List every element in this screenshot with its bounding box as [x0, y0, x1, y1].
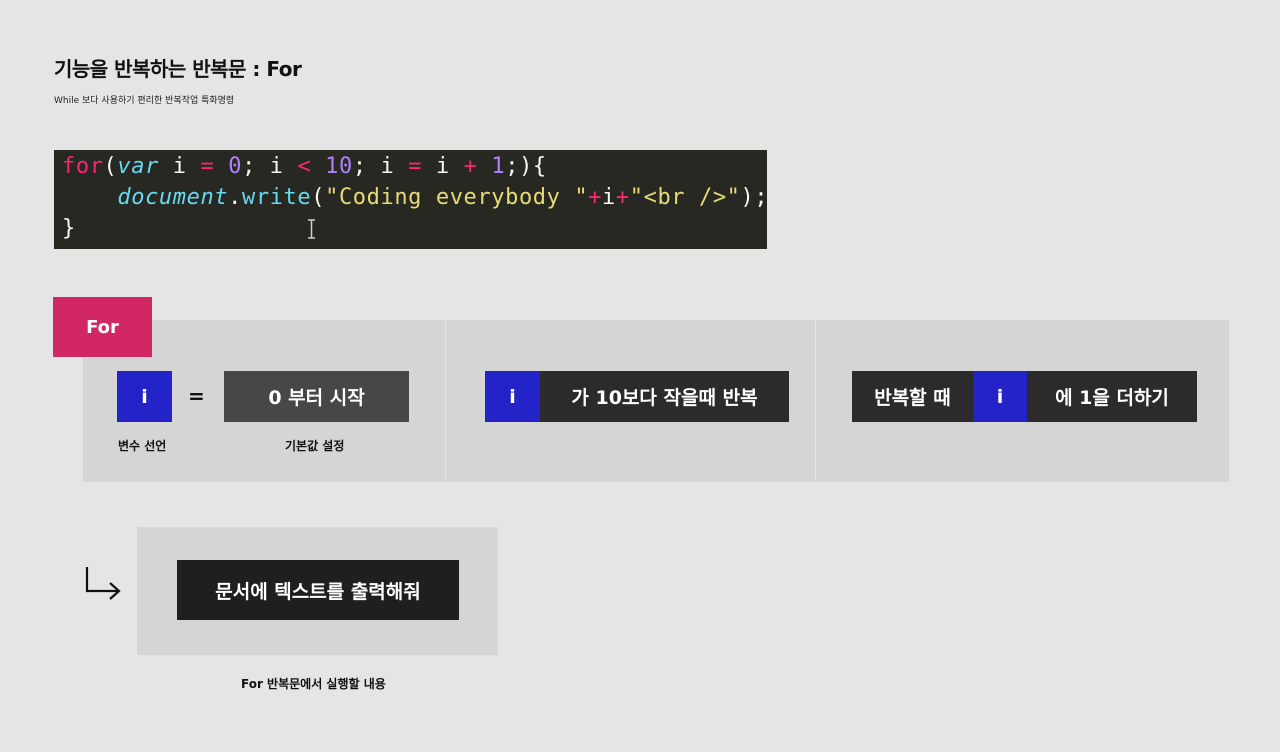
code-token: ; i	[352, 154, 409, 179]
code-token: 0	[214, 154, 243, 179]
code-token: (	[311, 185, 326, 210]
code-token: <	[297, 154, 312, 179]
code-line-2: document.write("Coding everybody "+i+"<b…	[62, 182, 767, 213]
code-token: i	[158, 154, 201, 179]
repeat-prefix-box: 반복할 때	[852, 371, 973, 422]
variable-box: i	[485, 371, 540, 422]
increment-box: 에 1을 더하기	[1027, 371, 1197, 422]
code-token	[62, 185, 117, 210]
code-token: document	[117, 185, 229, 210]
code-token: for	[62, 154, 104, 179]
code-token: var	[117, 154, 159, 179]
text-cursor-icon	[308, 219, 315, 239]
equals-sign: =	[188, 384, 205, 408]
condition-box: 가 10보다 작을때 반복	[540, 371, 789, 422]
code-token: +	[463, 154, 478, 179]
code-token: i	[602, 185, 616, 210]
code-token: =	[408, 154, 423, 179]
variable-box: i	[117, 371, 172, 422]
caption-default-value: 기본값 설정	[285, 439, 345, 453]
code-token: );	[740, 185, 767, 210]
page-title: 기능을 반복하는 반복문 : For	[54, 57, 302, 81]
code-token: "<br />"	[629, 185, 741, 210]
code-token: ;){	[505, 154, 547, 179]
code-token: +	[615, 185, 630, 210]
code-token: .	[228, 185, 243, 210]
caption-variable-declaration: 변수 선언	[118, 439, 167, 453]
code-token: =	[200, 154, 215, 179]
variable-box: i	[973, 371, 1027, 422]
code-token: (	[103, 154, 118, 179]
code-token: 1	[477, 154, 506, 179]
for-tag: For	[53, 297, 152, 357]
caption-loop-body: For 반복문에서 실행할 내용	[241, 677, 386, 691]
code-token: ; i	[242, 154, 298, 179]
code-line-1: for(var i = 0; i < 10; i = i + 1;){	[62, 151, 767, 182]
start-value-box: 0 부터 시작	[224, 371, 409, 422]
code-line-3: }	[62, 216, 76, 241]
code-token: +	[588, 185, 603, 210]
code-token: i	[422, 154, 464, 179]
code-token: "Coding everybody "	[325, 185, 589, 210]
output-box: 문서에 텍스트를 출력해줘	[177, 560, 459, 620]
code-token: 10	[311, 154, 353, 179]
code-token: write	[242, 185, 312, 210]
return-arrow-icon	[85, 567, 121, 600]
page-subtitle: While 보다 사용하기 편리한 반복작업 특화명령	[54, 96, 235, 106]
code-snippet: for(var i = 0; i < 10; i = i + 1;){ docu…	[54, 150, 767, 249]
